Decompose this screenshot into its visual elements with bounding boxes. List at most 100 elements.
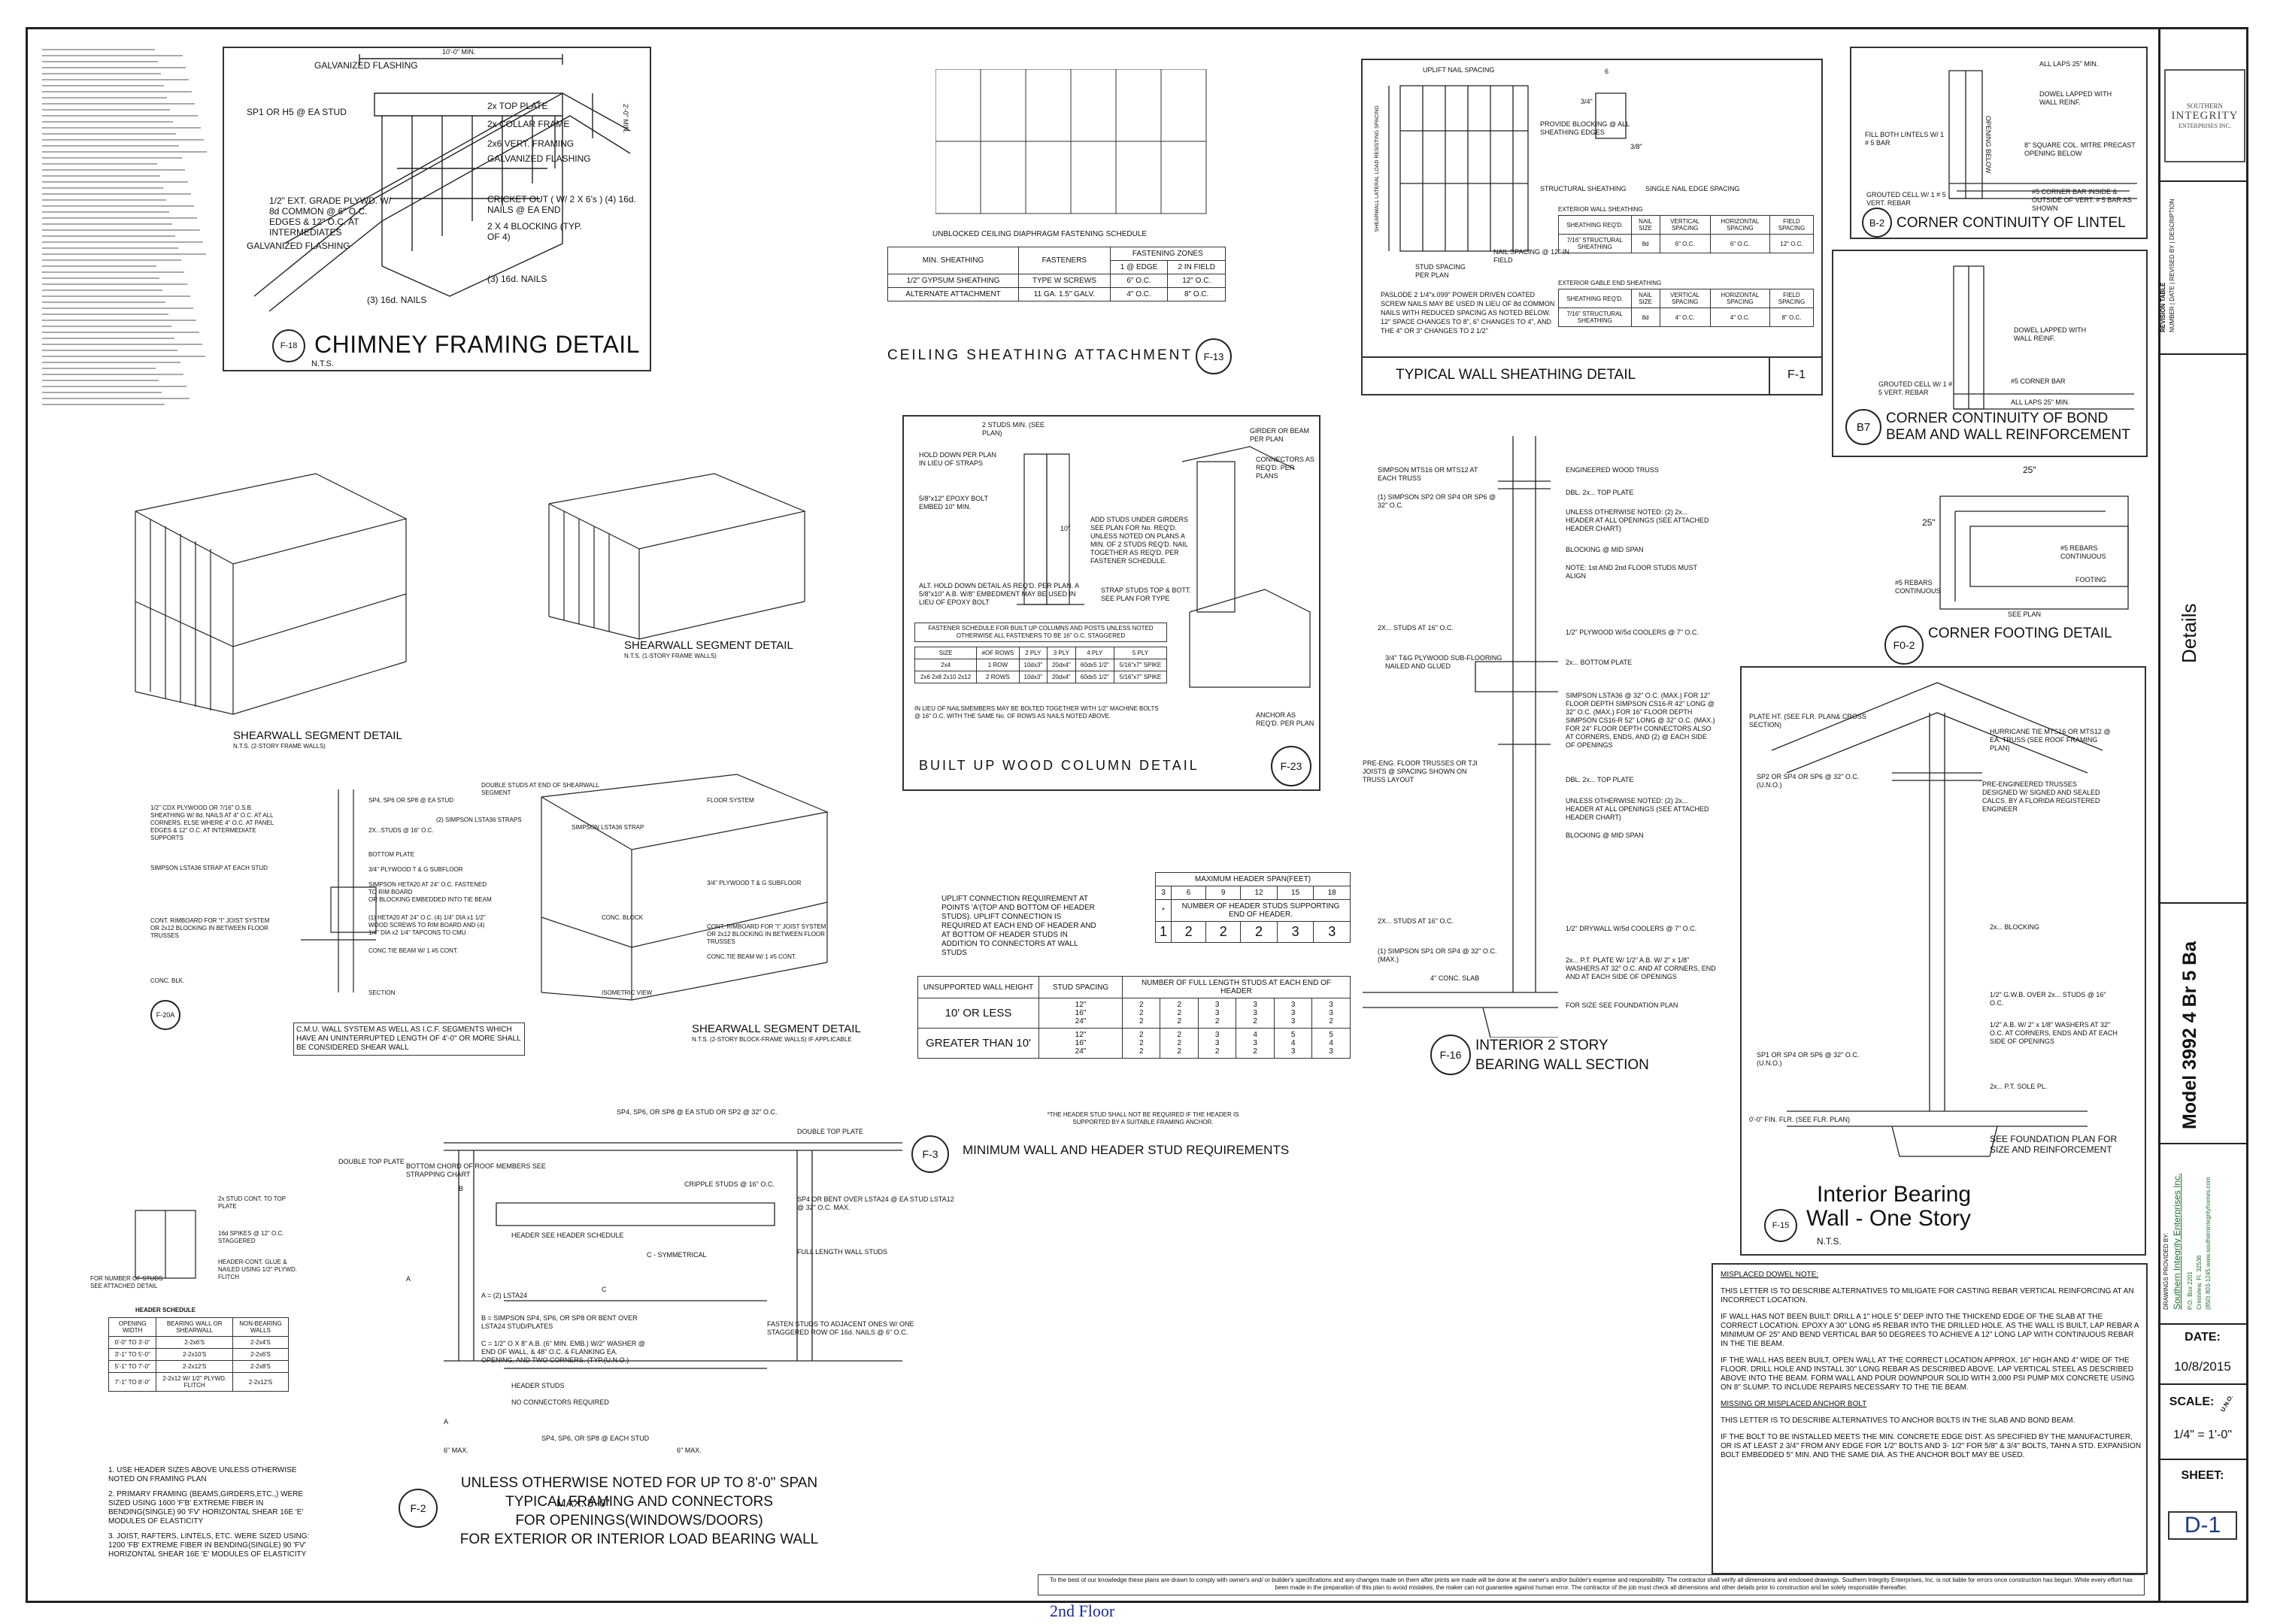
built-up-column-detail: 2 STUDS MIN. (SEE PLAN) HOLD DOWN PER PL… [902, 415, 1320, 791]
table-head: 12 [1240, 886, 1278, 900]
company-address-1: P.O. Box 2201 [2187, 1271, 2194, 1310]
table-head: 2 IN FIELD [1167, 260, 1226, 274]
table-cell: 2 [1240, 921, 1278, 943]
table-head: SHEATHING REQ'D. [1558, 289, 1632, 308]
wall-sheathing-tag: F-1 [1787, 368, 1806, 381]
sheet-number: D-1 [2168, 1511, 2237, 1540]
table-head: UNSUPPORTED WALL HEIGHT [917, 976, 1039, 998]
table-head: NON-BEARING WALLS [232, 1317, 290, 1337]
scale-cell: SCALE: U.N.O. 1/4" = 1'-0" [2158, 1383, 2247, 1459]
one-story-wall-label: SP2 OR SP4 OR SP6 @ 32" O.C. (U.N.O.) [1757, 773, 1860, 789]
opening-framing-label: A = (2) LSTA24 [481, 1292, 528, 1299]
sheathing-dim-6: 6 [1605, 68, 1609, 75]
bearing-wall-label: 4" CONC. SLAB [1430, 974, 1480, 982]
cmu-shearwall-label: 2X...STUDS @ 16" O.C. [368, 827, 434, 834]
full-length-stud-count: 4 [1329, 1039, 1333, 1047]
bond-title: CORNER CONTINUITY OF BOND BEAM AND WALL … [1886, 411, 2130, 443]
chimney-flashing-mid-label: GALVANIZED FLASHING [487, 153, 591, 164]
full-length-stud-count: 3 [1290, 1009, 1296, 1017]
cmu-shearwall-label: 3/4" PLYWOOD T & G SUBFLOOR [707, 880, 802, 886]
interior-1story-detail: PLATE HT. (SEE FLR. PLAN& CROSS SECTION)… [1740, 666, 2146, 1256]
table-cell: 2-2x6'S [156, 1336, 233, 1349]
bearing-wall-label: BLOCKING @ MID SPAN [1566, 546, 1644, 553]
table-cell: TYPE W SCREWS [1018, 274, 1111, 288]
interior-1story-scale: N.T.S. [1817, 1236, 1842, 1247]
opening-framing-label: C - SYMMETRICAL [647, 1251, 707, 1259]
drawing-sheet-border [26, 27, 2248, 1603]
full-length-stud-count: 2 [1139, 1009, 1144, 1017]
chimney-detail-title: CHIMNEY FRAMING DETAIL [314, 331, 640, 358]
cmu-shearwall-label: DOUBLE STUDS AT END OF SHEARWALL SEGMENT [481, 782, 599, 796]
revision-head: NUMBER | DATE | REVISED BY | DESCRIPTION [2169, 198, 2175, 332]
cmu-shearwall-label: FLOOR SYSTEM [707, 797, 754, 804]
full-length-stud-count: 3 [1253, 1039, 1257, 1047]
wall-sheathing-tag-box: F-1 [1769, 356, 1823, 394]
bond-beam-detail: DOWEL LAPPED WITH WALL REINF. GROUTED CE… [1832, 250, 2148, 457]
ceiling-sheathing-grid [935, 69, 1251, 220]
full-length-stud-count: 2 [1253, 1047, 1257, 1056]
table-cell: 2-2x12 W/ 1/2" PLYWD. FLITCH [156, 1372, 233, 1392]
bearing-wall-label: 2X... STUDS AT 16" O.C. [1378, 917, 1454, 925]
cmu-shearwall-drawing [150, 767, 872, 1007]
sheet-label: SHEET: [2181, 1469, 2224, 1482]
revision-col: DESCRIPTION [2169, 198, 2175, 241]
table-head: HORIZONTAL SPACING [1709, 289, 1770, 308]
column-dim-10: 10" [1060, 525, 1071, 532]
table-cell: 10dx3" [1018, 659, 1048, 671]
opening-framing-label: BOTTOM CHORD OF ROOF MEMBERS SEE STRAPPI… [406, 1162, 546, 1178]
footing-tag: F0-2 [1884, 626, 1924, 665]
opening-framing-label: HEADER STUDS [511, 1382, 565, 1389]
table-cell: 10dx3" [1018, 671, 1048, 683]
table-cell: 4" O.C. [1659, 308, 1711, 327]
cmu-shearwall-label: CONC.TIE BEAM W/ 1 #5 CONT. [707, 953, 797, 960]
scale-label: SCALE: [2169, 1395, 2215, 1408]
uplift-note: UPLIFT CONNECTION REQUIREMENT AT POINTS … [941, 895, 1096, 957]
misplaced-dowel-note: MISPLACED DOWEL NOTE: THIS LETTER IS TO … [1712, 1263, 2148, 1574]
table-cell: 7/16" STRUCTURAL SHEATHING [1558, 308, 1632, 327]
table-cell: 2-2x6'S [232, 1348, 290, 1361]
stud-spacing-value: 24" [1075, 1017, 1087, 1026]
sheet-title-cell: Details [2158, 353, 2247, 902]
wall-sheathing-title-rule [1363, 356, 1821, 358]
cmu-shearwall-label: CONT. RIMBOARD FOR "I" JOIST SYSTEM OR 2… [707, 923, 826, 945]
table-cell: 2-2x8'S [232, 1360, 290, 1373]
full-length-stud-count: 2 [1139, 1047, 1144, 1056]
bearing-wall-label: 1/2" PLYWOOD W/5d COOLERS @ 7" O.C. [1566, 629, 1699, 636]
scale-value: 1/4" = 1'-0" [2172, 1429, 2232, 1441]
opening-framing-label: HEADER SEE HEADER SCHEDULE [511, 1232, 624, 1239]
cmu-shearwall-label: CONC.TIE BEAM W/ 1 #5 CONT. [368, 947, 459, 954]
full-length-stud-count: 2 [1329, 1017, 1333, 1026]
wall-sheathing-drawing [1378, 71, 1648, 281]
header-section-label: FOR NUMBER OF STUDS SEE ATTACHED DETAIL [90, 1275, 163, 1289]
chimney-nails-label: (3) 16d. NAILS [487, 274, 547, 284]
table-cell: 8d [1630, 234, 1660, 253]
table-head: FASTENING ZONES [1109, 247, 1226, 261]
table-cell: 5'-1" TO 7'-0" [108, 1360, 157, 1373]
interior-2story-tag: F-16 [1430, 1035, 1471, 1075]
cmu-shearwall-label: CONC. BLK. [150, 977, 185, 984]
column-add-label: ADD STUDS UNDER GIRDERS SEE PLAN FOR No.… [1090, 516, 1189, 565]
dowel-paragraph: MISSING OR MISPLACED ANCHOR BOLT [1721, 1400, 1867, 1408]
lintel-label-b: OPENING BELOW [1984, 116, 1992, 174]
sheathing-dim-38: 3/8" [1630, 143, 1642, 150]
table-cell: 7/16" STRUCTURAL SHEATHING [1558, 234, 1632, 253]
header-stud-requirements: UPLIFT CONNECTION REQUIREMENT AT POINTS … [911, 872, 1354, 1173]
column-hold-label: HOLD DOWN PER PLAN IN LIEU OF STRAPS [919, 451, 997, 467]
bearing-wall-label: SIMPSON LSTA36 @ 32" O.C. (MAX.) FOR 12"… [1566, 692, 1715, 749]
opening-framing-label: C = 1/2" O X 8" A.B. (6" MIN. EMB.) W/2"… [481, 1340, 645, 1364]
stud-spacing-value: 16" [1075, 1009, 1087, 1017]
shearwall-1story-sub: N.T.S. (1-STORY FRAME WALLS) [624, 653, 717, 659]
column-alt-label: ALT. HOLD DOWN DETAIL AS REQ'D. PER PLAN… [919, 582, 1079, 606]
table-cell: 2-2x4'S [232, 1336, 290, 1349]
provide-blocking-label: PROVIDE BLOCKING @ ALL SHEATHING EDGES [1540, 120, 1630, 136]
one-story-wall-label: 2x... BLOCKING [1990, 923, 2040, 931]
single-nail-label: SINGLE NAIL EDGE SPACING [1645, 185, 1740, 192]
bearing-wall-label: UNLESS OTHERWISE NOTED: (2) 2x... HEADER… [1566, 797, 1709, 821]
revision-col: DATE [2169, 286, 2175, 301]
